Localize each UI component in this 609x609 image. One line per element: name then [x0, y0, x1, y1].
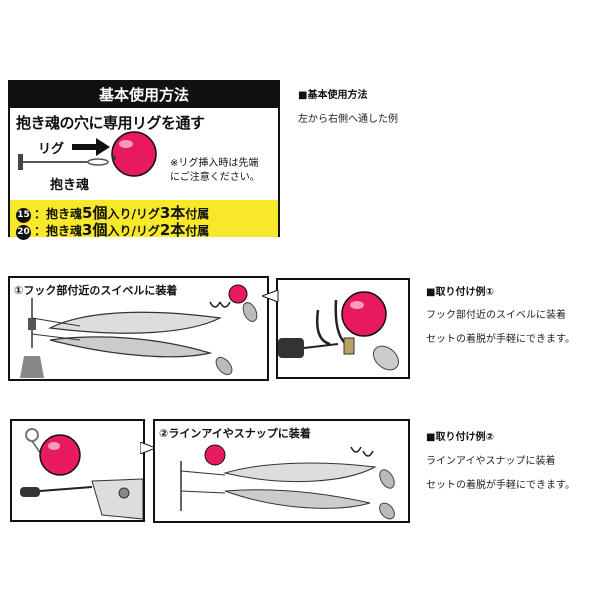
row-rigs: 3本	[159, 204, 186, 222]
bead-icon	[341, 291, 387, 337]
side-text-example1: フック部付近のスイベルに装着	[426, 310, 566, 321]
note-line: にご注意ください。	[170, 172, 260, 183]
example2-zoom-panel	[10, 419, 145, 522]
blade-icon	[379, 469, 395, 489]
bead-icon	[204, 444, 226, 466]
row-text: 入り/リグ	[107, 207, 160, 221]
row-rigs: 2本	[159, 221, 186, 239]
rig-loop	[87, 158, 109, 166]
size-badge-15: 15	[16, 208, 31, 223]
row-text: 付属	[185, 224, 210, 238]
lure-tail	[278, 338, 304, 358]
side-text-example1: セットの着脱が手軽にできます。	[426, 334, 575, 345]
squid-lure	[49, 336, 213, 358]
bead-icon	[228, 284, 248, 304]
swivel-icon	[343, 337, 355, 355]
row-text: 付属	[185, 207, 210, 221]
side-text-example2: セットの着脱が手軽にできます。	[426, 480, 575, 491]
squid-lure	[224, 489, 371, 509]
bead-hole	[112, 156, 116, 160]
example2-label: ②ラインアイやスナップに装着	[159, 427, 311, 440]
example1-panel: ①フック部付近のスイベルに装着	[8, 276, 269, 381]
blade-icon	[215, 356, 233, 376]
row-count: 5個	[82, 204, 108, 222]
bead-highlight	[119, 140, 133, 148]
swivel-icon	[20, 487, 40, 497]
row-text: 入り/リグ	[107, 224, 160, 238]
rig-label: リグ	[38, 142, 65, 157]
callout-arrow	[262, 290, 279, 302]
caution-note: ※リグ挿入時は先端 にご注意ください。	[170, 157, 278, 185]
contents-row-20: 20：抱き魂3個入り/リグ2本付属	[16, 219, 209, 240]
hook-icon	[209, 301, 231, 308]
example2-panel: ②ラインアイやスナップに装着	[153, 419, 410, 523]
snap-closeup	[20, 428, 143, 520]
squid-lure	[223, 462, 377, 483]
hook-icon	[316, 299, 347, 346]
example1-label: ①フック部付近のスイベルに装着	[14, 284, 178, 297]
blade-icon	[372, 345, 400, 371]
arrow-icon	[96, 138, 110, 156]
note-line: ※リグ挿入時は先端	[170, 158, 259, 169]
rig-stopper	[18, 154, 23, 170]
daki-label: 抱き魂	[50, 178, 90, 193]
row-text: ：抱き魂	[34, 224, 83, 238]
panel-header: 基本使用方法	[10, 82, 278, 108]
squid-lure	[91, 478, 143, 520]
instruction-text: 抱き魂の穴に専用リグを通す	[16, 114, 205, 132]
side-text-basic: 左から右側へ通した例	[298, 114, 398, 125]
side-text-example2: ラインアイやスナップに装着	[426, 456, 556, 467]
row-count: 3個	[82, 221, 108, 239]
hook-icon	[350, 446, 374, 457]
example1-zoom-panel	[276, 278, 410, 379]
bead-icon	[111, 131, 157, 177]
blade-icon	[242, 302, 258, 322]
rig-diagram	[18, 131, 157, 177]
side-title-example2: ■取り付け例②	[426, 432, 494, 443]
lure-illustration	[180, 444, 395, 520]
arrow-shaft	[72, 144, 98, 150]
lure-illustration	[20, 284, 258, 378]
blade-icon	[379, 502, 395, 520]
row-text: ：抱き魂	[34, 207, 83, 221]
squid-lure	[47, 311, 223, 334]
bead-icon	[39, 434, 81, 476]
callout-arrow	[140, 442, 156, 454]
contents-row-15: 15：抱き魂5個入り/リグ3本付属	[16, 202, 209, 223]
swivel-closeup	[278, 291, 400, 371]
contents-box: 15：抱き魂5個入り/リグ3本付属 20：抱き魂3個入り/リグ2本付属	[10, 200, 278, 240]
size-badge-20: 20	[16, 225, 31, 240]
basic-usage-panel: 基本使用方法 抱き魂の穴に専用リグを通す リグ 抱き魂 ※リグ挿入時は先端 にご…	[8, 80, 280, 240]
side-title-basic: ■基本使用方法	[298, 90, 368, 101]
side-title-example1: ■取り付け例①	[426, 287, 494, 298]
